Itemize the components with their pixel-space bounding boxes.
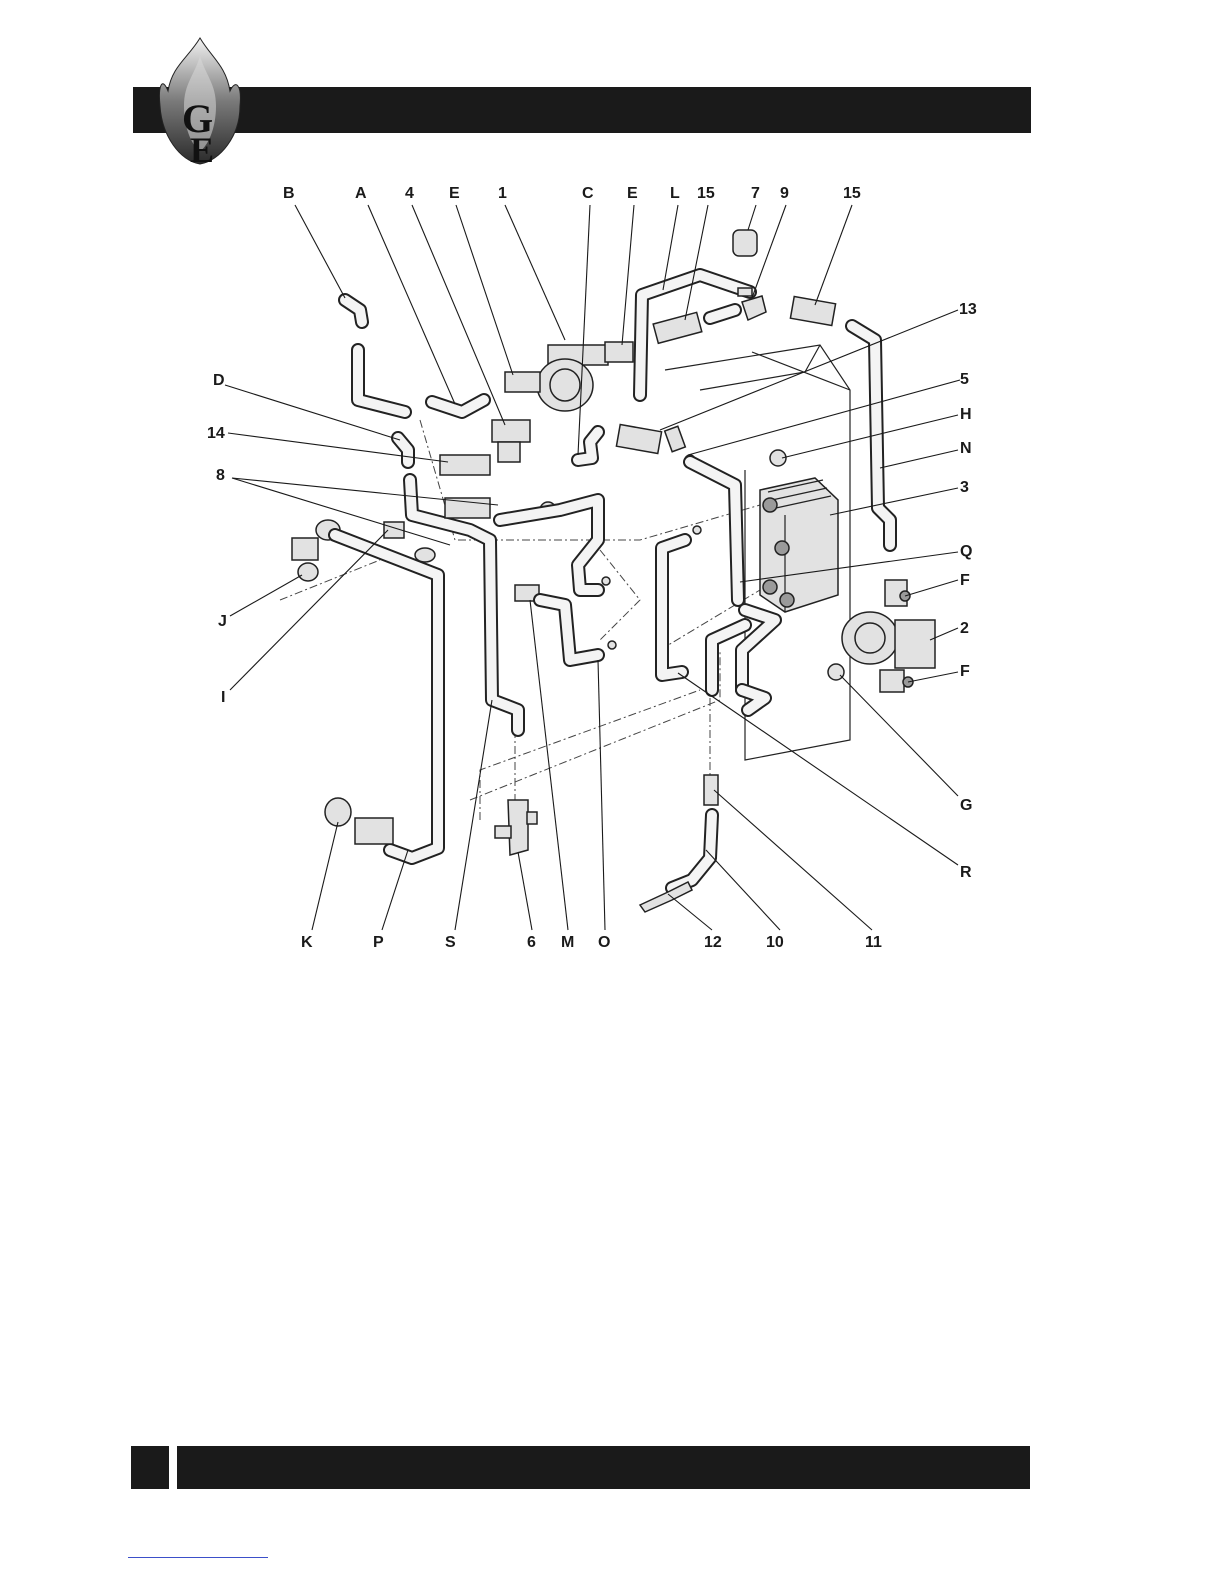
label-e-2: E [627, 185, 638, 202]
footer-page-box [131, 1446, 169, 1489]
pipe-c [578, 432, 598, 460]
label-r: R [960, 864, 972, 881]
assembly-guides [280, 420, 760, 820]
label-4: 4 [405, 185, 414, 202]
label-l: L [670, 185, 680, 202]
label-b: B [283, 185, 295, 202]
pump-1 [505, 342, 633, 411]
label-9: 9 [780, 185, 789, 202]
label-p: P [373, 934, 384, 951]
label-m: M [561, 934, 574, 951]
label-6: 6 [527, 934, 536, 951]
valve-4 [492, 420, 530, 462]
label-k: K [301, 934, 313, 951]
valve-6 [495, 800, 537, 855]
filling-loop [640, 775, 718, 912]
plate-heat-exchanger [760, 478, 838, 612]
label-15-1: 15 [697, 185, 715, 202]
pipe-p [292, 520, 438, 858]
valve-13 [616, 425, 695, 465]
label-g: G [960, 797, 972, 814]
label-j: J [218, 613, 227, 630]
footer-link-line [128, 1557, 268, 1558]
footer-bar [177, 1446, 1030, 1489]
label-14: 14 [207, 425, 225, 442]
label-13: 13 [959, 301, 977, 318]
label-15-2: 15 [843, 185, 861, 202]
label-h: H [960, 406, 972, 423]
label-e-1: E [449, 185, 460, 202]
label-d: D [213, 372, 225, 389]
pipe-r [662, 462, 775, 710]
label-3: 3 [960, 479, 969, 496]
label-c: C [582, 185, 594, 202]
label-11: 11 [865, 934, 882, 951]
exploded-parts-diagram: B A 4 E 1 C E L 15 7 9 15 D 14 8 J I 13 … [0, 0, 1224, 1000]
pipe-l [640, 230, 766, 395]
label-7: 7 [751, 185, 760, 202]
label-2: 2 [960, 620, 969, 637]
label-5: 5 [960, 371, 969, 388]
pipe-a [432, 400, 484, 412]
label-f-2: F [960, 663, 970, 680]
label-8: 8 [216, 467, 225, 484]
label-n: N [960, 440, 972, 457]
label-a: A [355, 185, 367, 202]
label-i: I [221, 689, 225, 706]
label-q: Q [960, 543, 972, 560]
fitting-g [828, 664, 844, 680]
label-o: O [598, 934, 610, 951]
pipe-b [345, 300, 405, 412]
label-10: 10 [766, 934, 784, 951]
label-1: 1 [498, 185, 507, 202]
pipe-d [398, 438, 490, 475]
label-12: 12 [704, 934, 722, 951]
label-s: S [445, 934, 456, 951]
pump-2 [842, 580, 935, 692]
label-f-1: F [960, 572, 970, 589]
